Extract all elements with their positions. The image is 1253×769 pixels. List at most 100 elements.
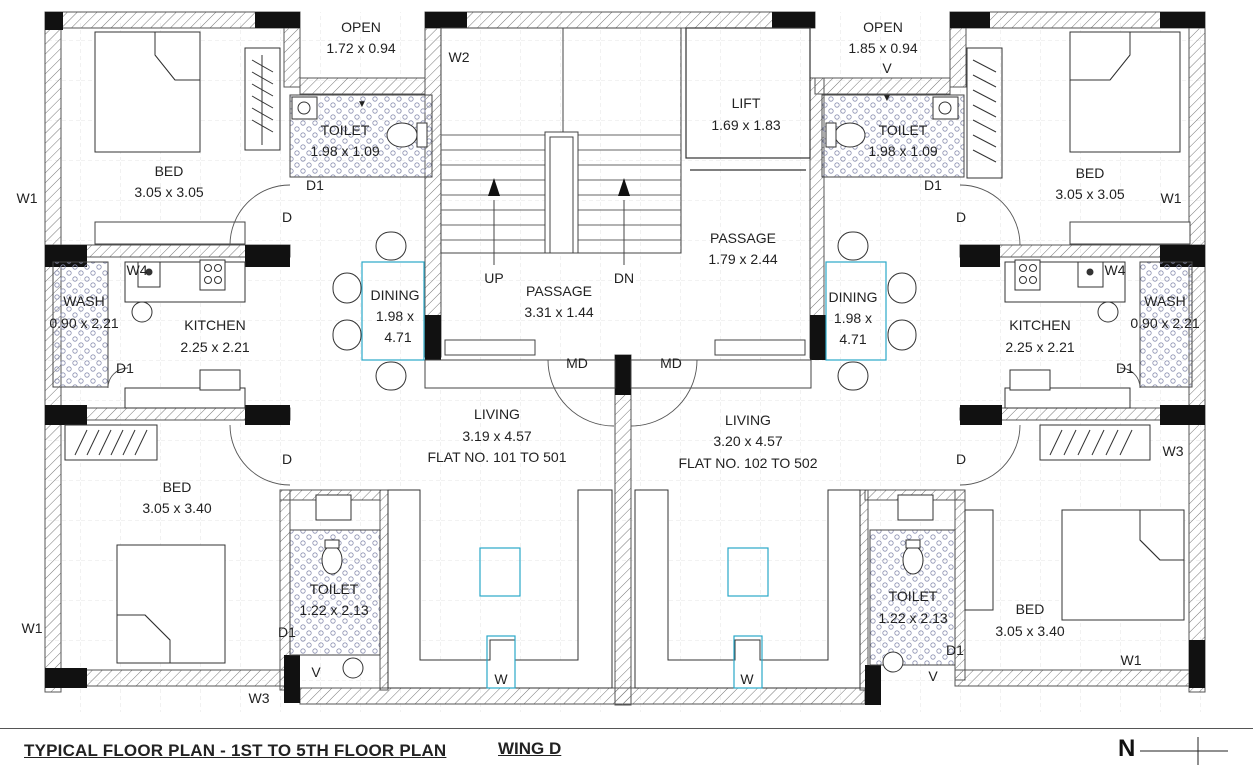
room-wash-l-size: 0.90 x 2.21 [49, 315, 118, 331]
label-d-br: D [956, 451, 966, 467]
room-bed-tl-size: 3.05 x 3.05 [134, 184, 203, 200]
room-lift-size: 1.69 x 1.83 [711, 117, 780, 133]
room-passage-mid-name: PASSAGE [526, 283, 592, 299]
label-w-right: W [740, 671, 754, 687]
door-swings [107, 184, 1141, 486]
room-living-r-size: 3.20 x 4.57 [713, 433, 782, 449]
room-passage-mid-size: 3.31 x 1.44 [524, 304, 593, 320]
label-w1-tr: W1 [1161, 190, 1182, 206]
room-dining-l-name: DINING [371, 287, 420, 303]
room-open-right-size: 1.85 x 0.94 [848, 40, 917, 56]
room-kitchen-r-size: 2.25 x 2.21 [1005, 339, 1074, 355]
bed-bottom-left [116, 544, 226, 664]
wash-area-right [1139, 261, 1193, 388]
label-v-top-right-mark: ▼ [882, 93, 892, 104]
label-v-br: V [928, 668, 938, 684]
toilet-bottom-left [289, 494, 381, 679]
room-open-left-size: 1.72 x 0.94 [326, 40, 395, 56]
window-sill-bed-top-right [1069, 221, 1191, 245]
room-dining-r-name: DINING [829, 289, 878, 305]
label-d1-kr: D1 [1116, 360, 1134, 376]
wardrobe-bottom-right [1039, 424, 1151, 461]
room-kitchen-l-size: 2.25 x 2.21 [180, 339, 249, 355]
wardrobe-top-right [966, 47, 1003, 179]
stair-down-arrow-icon [618, 178, 630, 196]
bed-top-right [1069, 31, 1181, 153]
room-toilet-br-size: 1.22 x 2.13 [878, 610, 947, 626]
room-bed-br-size: 3.05 x 3.40 [995, 623, 1064, 639]
label-md-right: MD [660, 355, 682, 371]
sofa-right [634, 489, 861, 689]
room-living-l-size: 3.19 x 4.57 [462, 428, 531, 444]
label-w3-bl: W3 [249, 690, 270, 706]
room-living-r-flat: FLAT NO. 102 TO 502 [678, 455, 817, 471]
room-wash-l-name: WASH [63, 293, 104, 309]
label-w1-tl: W1 [17, 190, 38, 206]
toilet-top-right [821, 94, 965, 178]
label-w-left: W [494, 671, 508, 687]
room-passage-top-size: 1.79 x 2.44 [708, 251, 777, 267]
room-living-r-name: LIVING [725, 412, 771, 428]
room-toilet-bl-name: TOILET [310, 581, 359, 597]
room-toilet-br-name: TOILET [889, 588, 938, 604]
room-bed-tl-name: BED [155, 163, 184, 179]
room-bed-bl-size: 3.05 x 3.40 [142, 500, 211, 516]
dresser-bottom-right [964, 509, 994, 611]
room-dining-r-size2: 4.71 [839, 331, 866, 347]
staircase [440, 27, 682, 265]
room-bed-br-name: BED [1016, 601, 1045, 617]
room-toilet-tl-size: 1.98 x 1.09 [310, 143, 379, 159]
label-w2: W2 [449, 49, 470, 65]
label-w4-r: W4 [1105, 262, 1126, 278]
lift-shaft [685, 27, 811, 171]
room-dining-l-size2: 4.71 [384, 329, 411, 345]
room-lift-name: LIFT [732, 95, 761, 111]
wing-label: WING D [498, 739, 562, 758]
label-v-bl: V [311, 664, 321, 680]
label-d-tl: D [282, 209, 292, 225]
label-d1-br: D1 [946, 642, 964, 658]
north-arrow-icon [1140, 737, 1228, 765]
main-door-frame-right [630, 359, 812, 389]
stair-down-label: DN [614, 270, 634, 286]
room-dining-l-size1: 1.98 x [376, 308, 414, 324]
label-d1-kl: D1 [116, 360, 134, 376]
sofa-left [387, 489, 613, 689]
window-sill-bed-top-left [94, 221, 246, 245]
toilet-bottom-right [869, 494, 956, 673]
room-bed-tr-name: BED [1076, 165, 1105, 181]
label-d1-bl: D1 [278, 624, 296, 640]
bed-bottom-right [1061, 509, 1185, 621]
label-v-top-right: V [882, 60, 892, 76]
room-dining-r-size1: 1.98 x [834, 310, 872, 326]
wash-area-left [52, 261, 109, 388]
room-wash-r-size: 0.90 x 2.21 [1130, 315, 1199, 331]
shoe-rack-left [444, 339, 536, 356]
label-d-tr: D [956, 209, 966, 225]
room-wash-r-name: WASH [1144, 293, 1185, 309]
wardrobe-top-left [244, 47, 281, 151]
label-v-top-left: ▼ [357, 99, 367, 110]
room-toilet-bl-size: 1.22 x 2.13 [299, 602, 368, 618]
shoe-rack-right [714, 339, 806, 356]
label-w1-bl: W1 [22, 620, 43, 636]
room-kitchen-r-name: KITCHEN [1009, 317, 1070, 333]
room-open-left-name: OPEN [341, 19, 381, 35]
bed-top-left [94, 31, 201, 153]
north-label: N [1118, 735, 1136, 762]
room-kitchen-l-name: KITCHEN [184, 317, 245, 333]
kitchen-right-counter [1004, 259, 1131, 409]
room-living-l-flat: FLAT NO. 101 TO 501 [427, 449, 566, 465]
room-toilet-tl-name: TOILET [321, 122, 370, 138]
label-md-left: MD [566, 355, 588, 371]
dining-table-left [332, 231, 425, 391]
room-toilet-tr-size: 1.98 x 1.09 [868, 143, 937, 159]
label-w4-l: W4 [127, 262, 148, 278]
main-door-frame-left [424, 359, 616, 389]
room-open-right-name: OPEN [863, 19, 903, 35]
columns [45, 12, 1205, 705]
room-living-l-name: LIVING [474, 406, 520, 422]
wardrobe-bottom-left [64, 424, 158, 461]
toilet-top-left [289, 94, 433, 178]
stair-up-label: UP [484, 270, 503, 286]
